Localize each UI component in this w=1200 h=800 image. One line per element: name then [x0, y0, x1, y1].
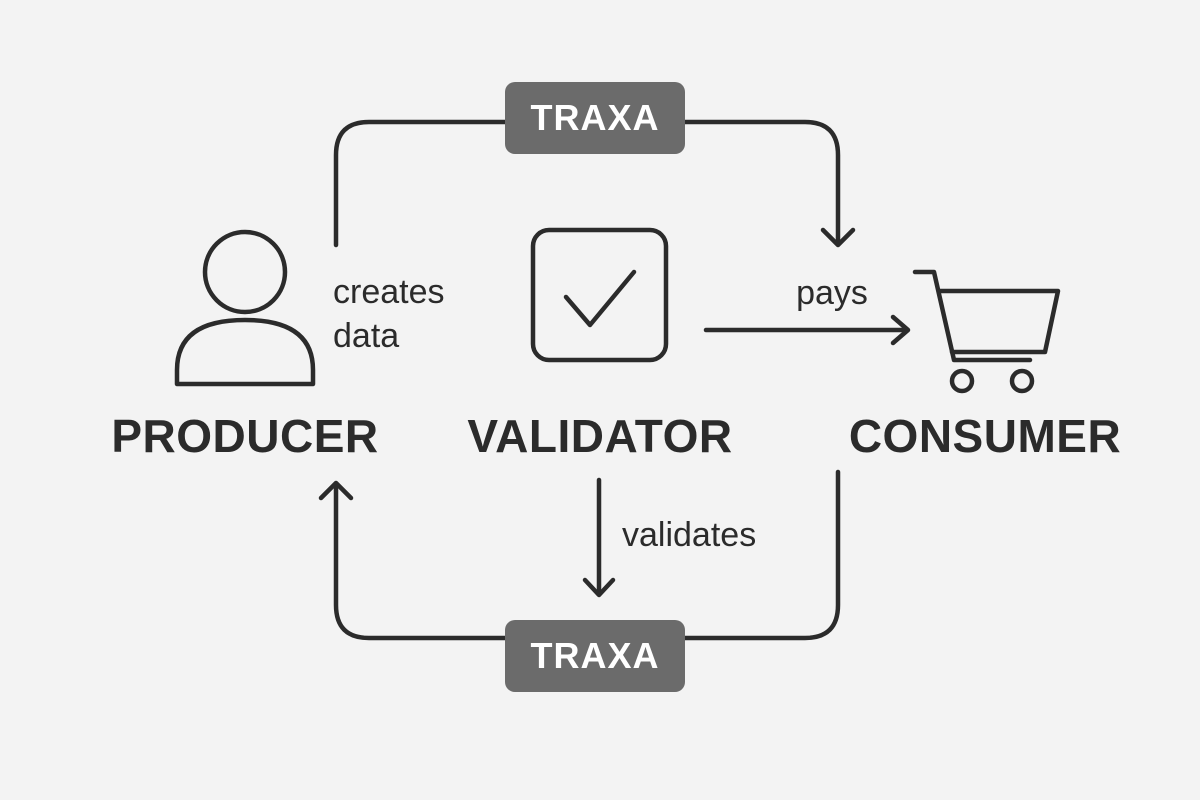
pays-label: pays: [796, 274, 868, 312]
bottom-loop-arrowhead: [318, 480, 354, 501]
producer-label: PRODUCER: [111, 410, 378, 462]
top-loop-arrowhead: [820, 227, 856, 248]
bottom-traxa-badge: TRAXA: [505, 620, 685, 692]
top-traxa-badge: TRAXA: [505, 82, 685, 154]
consumer-label: CONSUMER: [849, 410, 1121, 462]
validates-arrowhead: [582, 577, 616, 598]
checkbox-icon: [530, 227, 669, 363]
creates-label-line1: creates: [333, 273, 445, 311]
person-icon: [174, 229, 316, 387]
validates-label: validates: [622, 516, 756, 554]
validator-label: VALIDATOR: [467, 410, 732, 462]
pays-arrowhead: [890, 314, 911, 346]
creates-label-line2: data: [333, 317, 399, 355]
shopping-cart-icon: [912, 269, 1061, 394]
bottom-badge-label: TRAXA: [531, 635, 660, 676]
top-badge-label: TRAXA: [531, 97, 660, 138]
bottom-loop-connector: [333, 469, 841, 641]
